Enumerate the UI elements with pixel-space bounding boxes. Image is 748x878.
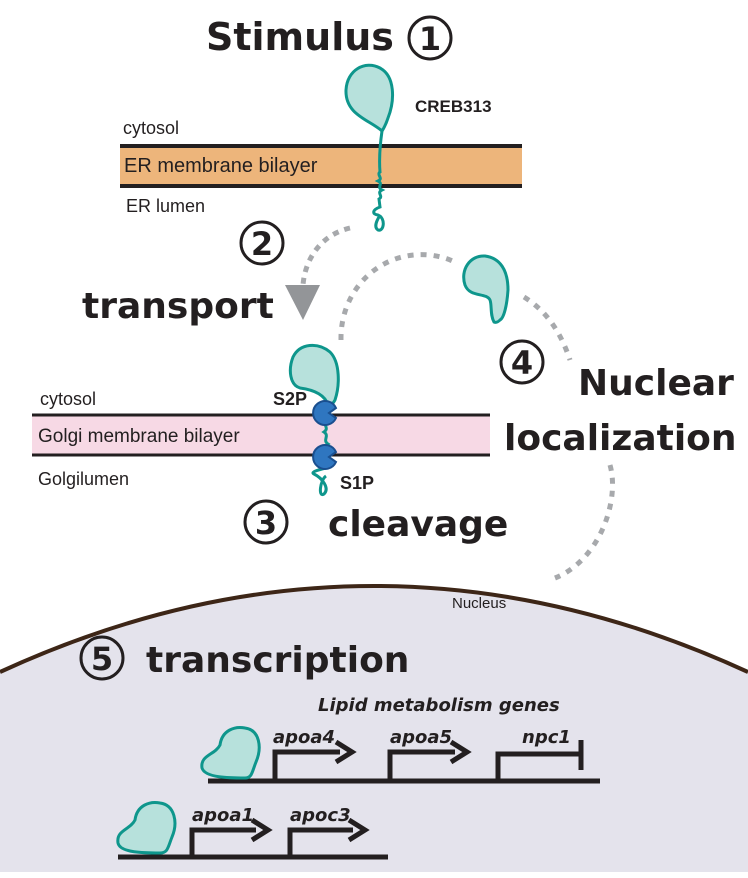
step-1-label: Stimulus: [206, 15, 394, 59]
nucleus-envelope: [0, 584, 748, 674]
gene-apoa1: apoa1: [192, 805, 254, 826]
nuclear-import-path-1: [522, 294, 573, 361]
protein-name-label: CREB313: [415, 97, 492, 116]
promoter-arrow-apoc3: [287, 817, 370, 857]
er-membrane: [120, 146, 522, 186]
s1p-protease-icon: [312, 444, 338, 470]
gene-npc1: npc1: [522, 727, 571, 748]
s2p-label: S2P: [273, 389, 307, 409]
step-4-badge: 4: [499, 339, 545, 385]
gene-apoa4: apoa4: [273, 727, 335, 748]
creb313-protein-er: [344, 63, 394, 232]
promoter-arrow-apoa5: [387, 739, 472, 781]
release-path: [338, 252, 456, 341]
promoter-arrow-apoa1: [189, 817, 273, 857]
step-5-label: transcription: [146, 640, 409, 681]
creb313-bound-row2: [116, 801, 177, 855]
step-1-badge: 1: [407, 15, 453, 61]
step-5-number: 5: [91, 640, 113, 678]
creb313-protein-free: [462, 254, 510, 324]
golgi-cytosol-label: cytosol: [40, 389, 96, 409]
step-4-label-line2: localization: [504, 418, 737, 459]
creb313-bound-row1: [200, 726, 261, 780]
step-5-badge: 5: [79, 635, 125, 681]
er-cytosol-label: cytosol: [123, 118, 179, 138]
step-2-badge: 2: [239, 220, 285, 266]
step-2-label: transport: [82, 286, 274, 327]
step-4-number: 4: [511, 344, 533, 382]
gene-group-title: Lipid metabolism genes: [318, 695, 560, 716]
er-lumen-label: ER lumen: [126, 196, 205, 216]
gene-apoa5: apoa5: [390, 727, 452, 748]
step-4-label-line1: Nuclear: [578, 363, 734, 404]
s2p-protease-icon: [312, 400, 338, 426]
golgi-membrane: [32, 415, 490, 455]
nucleus-label: Nucleus: [452, 595, 506, 612]
golgi-lumen-label: Golgilumen: [38, 469, 129, 489]
step-3-badge: 3: [243, 499, 289, 545]
s1p-label: S1P: [340, 473, 374, 493]
step-2-number: 2: [251, 225, 273, 263]
promoter-terminator-npc1: [495, 740, 584, 781]
er-membrane-label: ER membrane bilayer: [124, 155, 318, 177]
step-3-number: 3: [255, 504, 277, 542]
gene-apoc3: apoc3: [290, 805, 351, 826]
step-1-number: 1: [419, 20, 441, 58]
nuclear-import-path-2: [554, 464, 616, 581]
transport-path: [300, 225, 351, 286]
promoter-arrow-apoa4: [272, 739, 357, 781]
transport-arrowhead-icon: [285, 285, 320, 320]
golgi-membrane-label: Golgi membrane bilayer: [38, 426, 240, 447]
gene-row-1: apoa4 apoa5 npc1: [200, 726, 600, 784]
step-3-label: cleavage: [328, 504, 508, 545]
nucleus-region: [0, 586, 748, 878]
gene-row-2: apoa1 apoc3: [116, 801, 388, 860]
